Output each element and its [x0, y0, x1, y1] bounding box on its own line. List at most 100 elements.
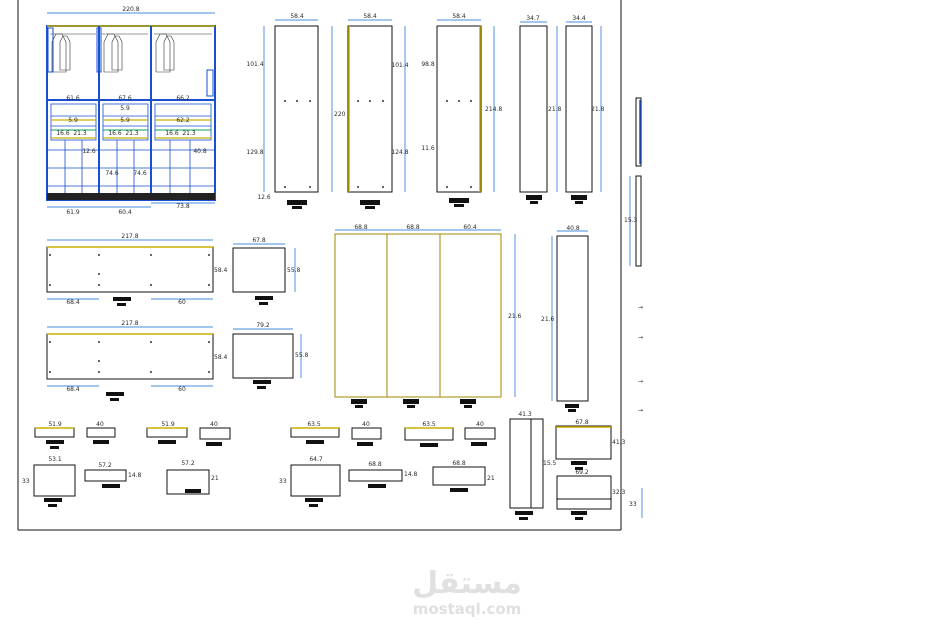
drawer-side-label: 33 — [629, 501, 637, 508]
tall-unit-height: 15.5 — [543, 460, 557, 467]
hanging-clothes-left — [50, 33, 96, 73]
top-panel-width: 217.8 — [121, 233, 138, 240]
door-set: 68.8 68.8 60.4 21.6 — [334, 224, 522, 408]
side-panel-d: 34.7 21.8 — [519, 15, 562, 204]
panel-b-outline — [347, 25, 393, 193]
watermark-latin: mostaql.com — [413, 600, 522, 618]
row2-right-3: 68.8 — [452, 460, 466, 467]
inner-label-3: 74.6 — [133, 170, 147, 177]
top-panel-left: 68.4 — [66, 299, 80, 306]
strip-arrow-1: → — [638, 304, 643, 311]
inner-label-2: 74.6 — [105, 170, 119, 177]
row1-part-8: 40 — [476, 421, 484, 428]
panel-a-width: 58.4 — [290, 13, 304, 20]
panel-c-upper: 98.8 — [421, 61, 435, 68]
top-panel-depth: 58.4 — [214, 267, 228, 274]
inner-label-1: 12.6 — [82, 148, 96, 155]
panel-e-height: 21.8 — [591, 106, 605, 113]
strip-arrow-2: → — [638, 334, 643, 341]
small-panel-a: 67.8 55.8 — [232, 237, 301, 305]
side-value-3: 21 — [211, 475, 219, 482]
box-b-outline — [556, 475, 612, 510]
drawer-grid — [47, 103, 215, 193]
panel-e-outline — [565, 25, 593, 193]
side-panel-e: 34.4 21.8 — [565, 15, 605, 204]
drawer-label-2: 21.3 — [73, 130, 87, 137]
row2-left-3: 57.2 — [181, 460, 195, 467]
doors-height: 21.6 — [508, 313, 522, 320]
shelf-label-4: 62.2 — [176, 117, 190, 124]
box-a-outline — [555, 425, 612, 460]
hanging-clothes-middle — [102, 33, 148, 73]
panel-b-upper: 101.4 — [391, 62, 408, 69]
strip-arrow-4: → — [638, 407, 643, 414]
row1-part-7: 63.5 — [422, 421, 436, 428]
small-b-width: 79.2 — [256, 322, 270, 329]
panel-c-lower: 11.6 — [421, 145, 435, 152]
bottom-label-3: 73.8 — [176, 203, 190, 210]
row1-part-6: 40 — [362, 421, 370, 428]
panel-c-width: 58.4 — [452, 13, 466, 20]
box-b-height: 32.3 — [612, 489, 626, 496]
row2-left-2: 57.2 — [98, 462, 112, 469]
small-a-height: 55.8 — [287, 267, 301, 274]
tall-unit-width: 41.3 — [518, 411, 532, 418]
panel-a-foot: 12.6 — [257, 194, 271, 201]
box-b-width: 69.2 — [575, 469, 589, 476]
single-door-outline — [556, 235, 589, 402]
top-panel-right: 60 — [178, 299, 186, 306]
box-a-height: 41.3 — [612, 439, 626, 446]
panel-e-width: 34.4 — [572, 15, 586, 22]
right-strip: 15.3 → → → → — [624, 97, 643, 518]
bottom-panel-width: 217.8 — [121, 320, 138, 327]
panel-a-outline — [274, 25, 319, 193]
panel-a-lower: 129.8 — [246, 149, 263, 156]
panel-a-height: 220 — [334, 111, 346, 118]
row2-right-2: 68.8 — [368, 461, 382, 468]
wardrobe-overall-width: 220.8 — [122, 6, 139, 13]
inner-label-5: 74.6 — [175, 194, 189, 201]
row1-part-3: 51.9 — [161, 421, 175, 428]
bottom-panel-outline — [46, 333, 214, 380]
row1-part-2: 40 — [96, 421, 104, 428]
bottom-label-1: 61.9 — [66, 209, 80, 216]
drawer-label-3: 16.6 — [108, 130, 122, 137]
drawer-label-5: 16.6 — [165, 130, 179, 137]
hanger-rail-left — [47, 27, 54, 73]
watermark-arabic: مستقل — [412, 566, 522, 601]
hanger-rail-mid — [96, 27, 102, 73]
row1-part-4: 40 — [210, 421, 218, 428]
bottom-panel-left: 68.4 — [66, 386, 80, 393]
small-a-outline — [232, 247, 286, 293]
top-panel-outline — [46, 246, 214, 293]
wardrobe-elevation: 220.8 — [46, 6, 216, 216]
panel-b-width: 58.4 — [363, 13, 377, 20]
section-width-2: 67.6 — [118, 95, 132, 102]
strip-label: 15.3 — [624, 217, 638, 224]
hanging-clothes-right — [154, 33, 212, 73]
strip-arrow-3: → — [638, 378, 643, 385]
top-panel: 217.8 58.4 68.4 60 — [46, 233, 228, 306]
side-value-4: 33 — [279, 478, 287, 485]
panel-c-outline — [436, 25, 482, 193]
side-panel-b: 58.4 101.4 124.8 — [347, 13, 409, 209]
bottom-panel: 217.8 58.4 68.4 60 — [46, 320, 228, 401]
small-b-height: 55.8 — [295, 352, 309, 359]
side-value-6: 21 — [487, 475, 495, 482]
single-door: 40.8 21.6 — [541, 225, 589, 412]
panel-a-upper: 101.4 — [246, 61, 263, 68]
panel-a-label-block — [287, 200, 307, 205]
panel-c-height: 214.8 — [485, 106, 502, 113]
panel-d-outline — [519, 25, 548, 193]
single-door-height: 21.6 — [541, 316, 555, 323]
section-width-1: 61.6 — [66, 95, 80, 102]
shelf-label-1: 5.9 — [120, 105, 130, 112]
door-outline — [334, 233, 502, 398]
drawer-fronts-yellow — [51, 119, 211, 139]
door-width-3: 60.4 — [463, 224, 477, 231]
small-b-outline — [232, 333, 294, 379]
wardrobe-plinth — [47, 193, 215, 200]
side-panel-a: 58.4 101.4 220 129.8 12.6 — [246, 13, 346, 209]
row2-left-1: 53.1 — [48, 456, 62, 463]
